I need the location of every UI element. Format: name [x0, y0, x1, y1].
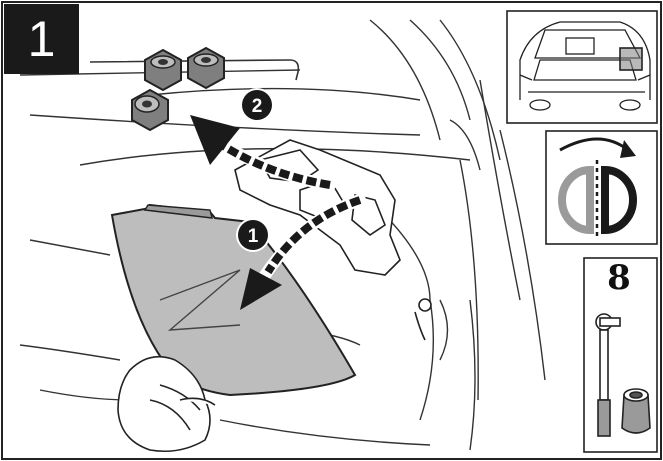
trunk-interior-lines	[19, 19, 546, 451]
cover-surface-marks	[159, 269, 241, 331]
hand	[117, 355, 216, 453]
callout-1: 1	[236, 218, 270, 252]
tool-size-label: 8	[607, 258, 631, 298]
car-trunk-location-icon	[519, 21, 651, 111]
tool-panel	[583, 257, 658, 453]
callout-2-label: 2	[252, 96, 263, 117]
callout-2: 2	[240, 88, 274, 122]
grab-handle	[89, 59, 300, 81]
socket-wrench-icon	[595, 313, 651, 437]
arrow-remove-nuts	[190, 115, 336, 191]
hex-nut-icon	[131, 46, 225, 132]
step-number-badge: 1	[4, 4, 79, 74]
rotate-half-turn-icon	[558, 137, 637, 238]
callout-1-label: 1	[248, 226, 259, 247]
cover-tab	[143, 204, 213, 219]
arrow-remove-cover	[240, 194, 366, 310]
